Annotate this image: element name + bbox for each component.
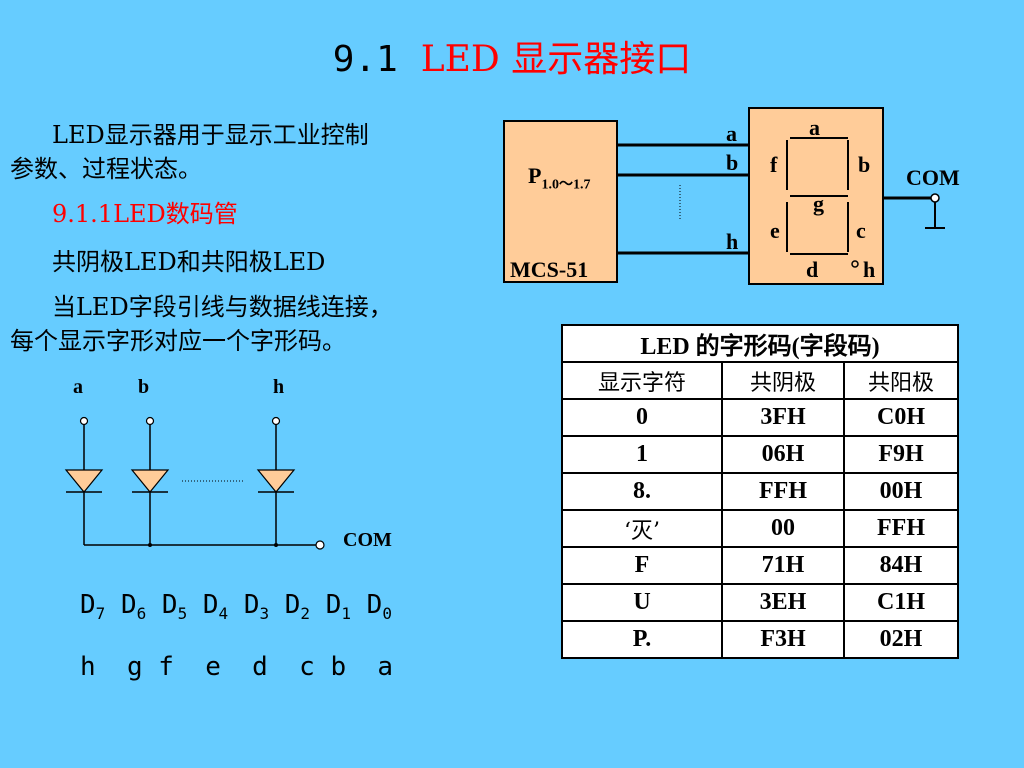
diode-pin-h: h [273, 376, 285, 398]
pin-h-terminal [271, 416, 281, 426]
diode-com-terminal [315, 540, 325, 550]
intro-line-3: 共阴极LED和共阳极LED [52, 248, 326, 276]
header-cathode: 共阴极 [721, 361, 845, 400]
wire-label-a: a [726, 121, 737, 146]
cell-cathode: 71H [721, 546, 845, 585]
cell-cathode: FFH [721, 472, 845, 511]
diode-icon-b [130, 469, 170, 493]
cell-char: 1 [561, 435, 723, 474]
pin-b-terminal [145, 416, 155, 426]
port-label: P1.0～1.7 [528, 163, 591, 193]
pin-a-terminal [79, 416, 89, 426]
wire-label-b: b [726, 150, 739, 175]
intro-line-2: 参数、过程状态。 [10, 155, 202, 183]
subheading: 9.1.1LED数码管 [52, 200, 238, 228]
diode-pin-a: a [73, 376, 83, 398]
seg-label-a: a [809, 115, 820, 140]
cell-cathode: 00 [721, 509, 845, 548]
cell-anode: 84H [843, 546, 959, 585]
seg-label-b: b [858, 152, 871, 177]
wire-label-h: h [726, 229, 739, 254]
cell-anode: FFH [843, 509, 959, 548]
junction-dot-b [148, 543, 152, 547]
table-header-row: 显示字符 共阴极 共阳极 [561, 361, 959, 400]
intro-line-4: 当LED字段引线与数据线连接， [52, 293, 393, 321]
cell-cathode: 06H [721, 435, 845, 474]
cell-cathode: F3H [721, 620, 845, 659]
cell-cathode: 3EH [721, 583, 845, 622]
com-label: COM [906, 165, 960, 190]
header-char: 显示字符 [561, 361, 723, 400]
diode-icon-h [256, 469, 296, 493]
diode-pin-b: b [138, 376, 150, 398]
mcs51-chip [503, 120, 618, 283]
title-text: LED 显示器接口 [420, 39, 692, 80]
cell-char: 0 [561, 398, 723, 437]
seg-label-g: g [813, 191, 824, 216]
chip-label: MCS-51 [510, 257, 589, 282]
data-bit-labels: D7 D6 D5 D4 D3 D2 D1 D0 [80, 590, 392, 624]
seg-label-f: f [770, 152, 778, 177]
cell-anode: C1H [843, 583, 959, 622]
intro-line-1: LED显示器用于显示工业控制 [52, 121, 369, 149]
segment-h [851, 260, 859, 268]
seg-label-d: d [806, 257, 819, 282]
cell-anode: F9H [843, 435, 959, 474]
cell-char: U [561, 583, 723, 622]
intro-line-5: 每个显示字形对应一个字形码。 [10, 327, 346, 355]
slide-title: 9.1 LED 显示器接口 [0, 30, 1024, 82]
junction-dot-h [274, 543, 278, 547]
diode-com-label: COM [343, 529, 392, 551]
seg-label-c: c [856, 218, 866, 243]
diode-icon-a [64, 469, 104, 493]
cell-char: P. [561, 620, 723, 659]
header-anode: 共阳极 [843, 361, 959, 400]
com-terminal [930, 193, 940, 203]
cell-char: ‘灭’ [561, 509, 723, 548]
seg-label-e: e [770, 218, 780, 243]
cell-char: F [561, 546, 723, 585]
segment-bit-labels: h g f e d c b a [80, 652, 394, 682]
table-caption-row: LED 的字形码(字段码) [561, 324, 959, 363]
title-number: 9.1 [332, 39, 398, 80]
cell-cathode: 3FH [721, 398, 845, 437]
table-caption: LED 的字形码(字段码) [561, 324, 959, 363]
cell-anode: C0H [843, 398, 959, 437]
cell-char: 8. [561, 472, 723, 511]
cell-anode: 02H [843, 620, 959, 659]
seg-label-h: h [863, 257, 876, 282]
cell-anode: 00H [843, 472, 959, 511]
